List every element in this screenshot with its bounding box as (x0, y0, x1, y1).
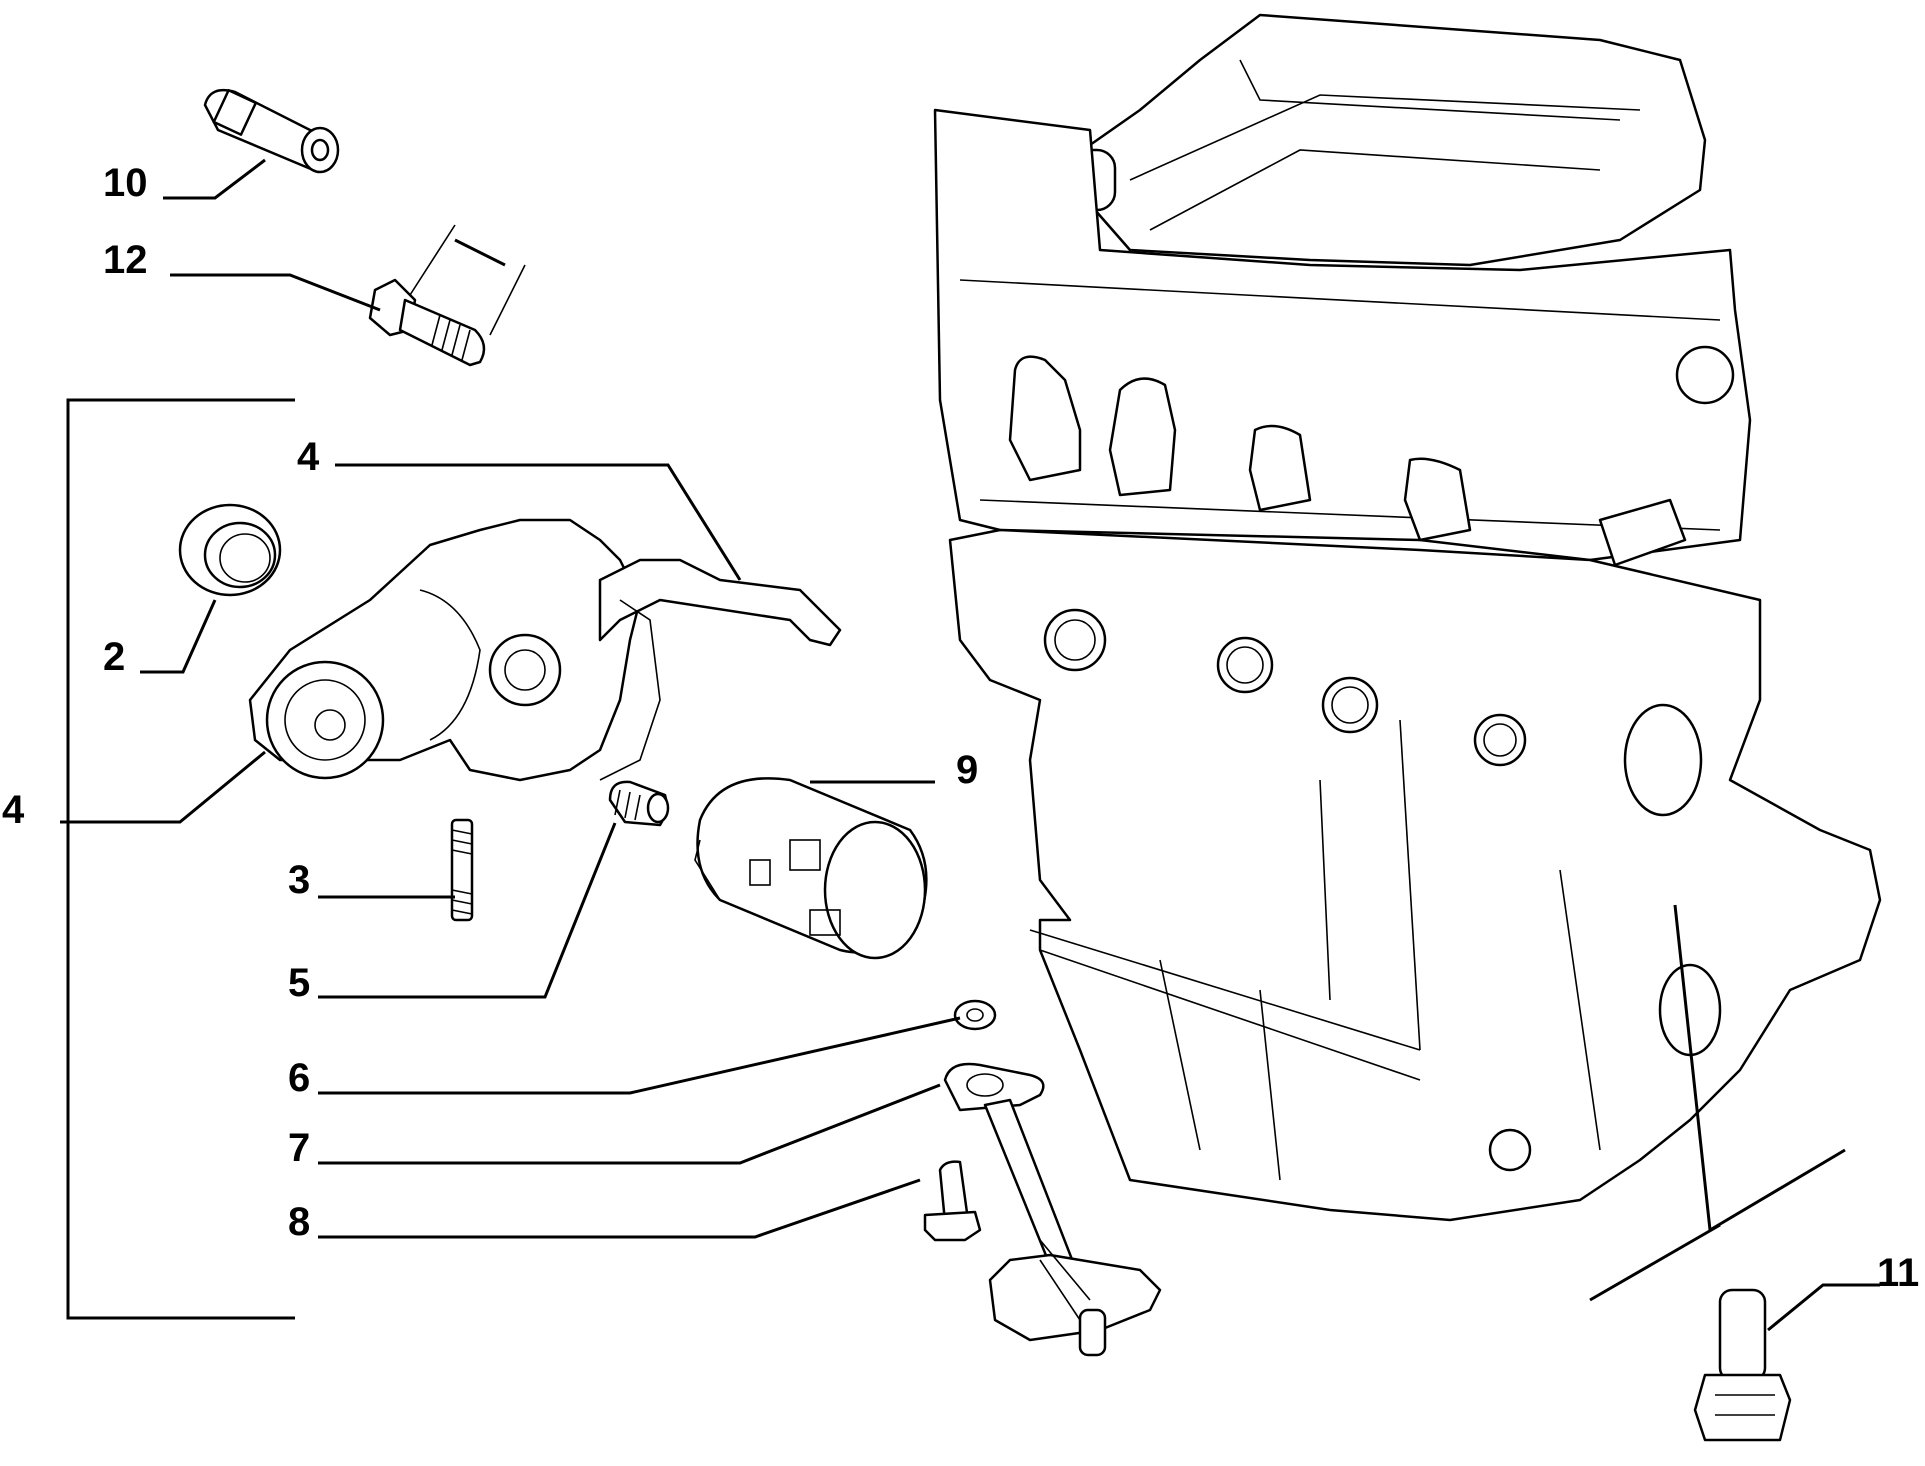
part-3-stud (450, 818, 474, 922)
callout-6: 6 (288, 1056, 311, 1100)
part-11-sensor (1693, 1288, 1792, 1442)
part-8-screw (923, 1160, 982, 1242)
part-12-bolt (368, 224, 526, 367)
part-5-plug (608, 780, 670, 827)
group-bracket (66, 398, 295, 1320)
callout-12: 12 (103, 238, 148, 282)
callout-2: 2 (103, 635, 126, 679)
callout-4-left: 4 (2, 788, 25, 832)
part-7-oil-pickup (943, 1062, 1162, 1357)
callout-10: 10 (103, 161, 148, 205)
part-2-oil-seal (178, 503, 282, 597)
oil-pump-assembly (248, 518, 842, 782)
callout-4-top: 4 (297, 435, 320, 479)
callout-5: 5 (288, 961, 311, 1005)
part-9-oil-filter (694, 777, 928, 960)
callout-8: 8 (288, 1200, 311, 1244)
callout-9: 9 (956, 748, 979, 792)
part-6-washer (953, 999, 997, 1031)
part-10-oil-pressure-sensor (203, 88, 340, 174)
callout-7: 7 (288, 1126, 311, 1170)
callout-3: 3 (288, 858, 311, 902)
engine-block-illustration (933, 13, 1882, 1302)
callout-11: 11 (1877, 1251, 1920, 1295)
